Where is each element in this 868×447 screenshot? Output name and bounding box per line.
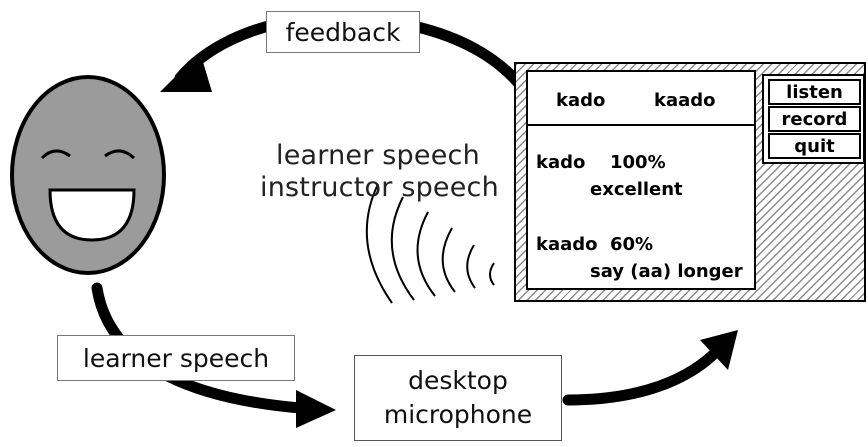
desktop-microphone-box: desktop microphone xyxy=(354,355,562,441)
microphone-line2: microphone xyxy=(383,400,533,429)
record-button[interactable]: record xyxy=(768,106,861,132)
feedback-arrowhead xyxy=(160,52,212,92)
learner-speech-text: learner speech xyxy=(82,343,270,373)
listen-button[interactable]: listen xyxy=(768,79,861,105)
sound-waves-icon xyxy=(365,183,495,304)
results-panel: kado kaado kado 100% excellent kaado 60%… xyxy=(526,70,756,290)
header-word-kaado: kaado xyxy=(654,90,716,111)
result2-score: 60% xyxy=(610,234,654,255)
smiling-face-icon xyxy=(10,75,166,275)
results-header: kado kaado xyxy=(528,72,754,126)
button-panel: listen record quit xyxy=(762,74,865,164)
quit-button[interactable]: quit xyxy=(768,133,861,159)
feedback-label: feedback xyxy=(266,11,420,53)
result2-comment: say (aa) longer xyxy=(590,261,743,282)
result2-word: kaado xyxy=(536,234,598,255)
learner-speech-caption: learner speech xyxy=(276,140,480,171)
header-word-kado: kado xyxy=(556,90,606,111)
microphone-to-computer-arrowhead xyxy=(700,330,738,370)
microphone-line1: desktop xyxy=(408,366,508,395)
microphone-to-computer-arrow xyxy=(562,342,726,406)
result1-comment: excellent xyxy=(590,179,683,200)
instructor-speech-caption: instructor speech xyxy=(260,172,499,203)
computer-screen: kado kaado kado 100% excellent kaado 60%… xyxy=(514,62,866,302)
result1-word: kado xyxy=(536,152,586,173)
feedback-text: feedback xyxy=(285,17,401,47)
result1-score: 100% xyxy=(610,152,666,173)
learner-speech-label: learner speech xyxy=(57,335,295,381)
learner-speech-arrowhead xyxy=(296,390,336,428)
